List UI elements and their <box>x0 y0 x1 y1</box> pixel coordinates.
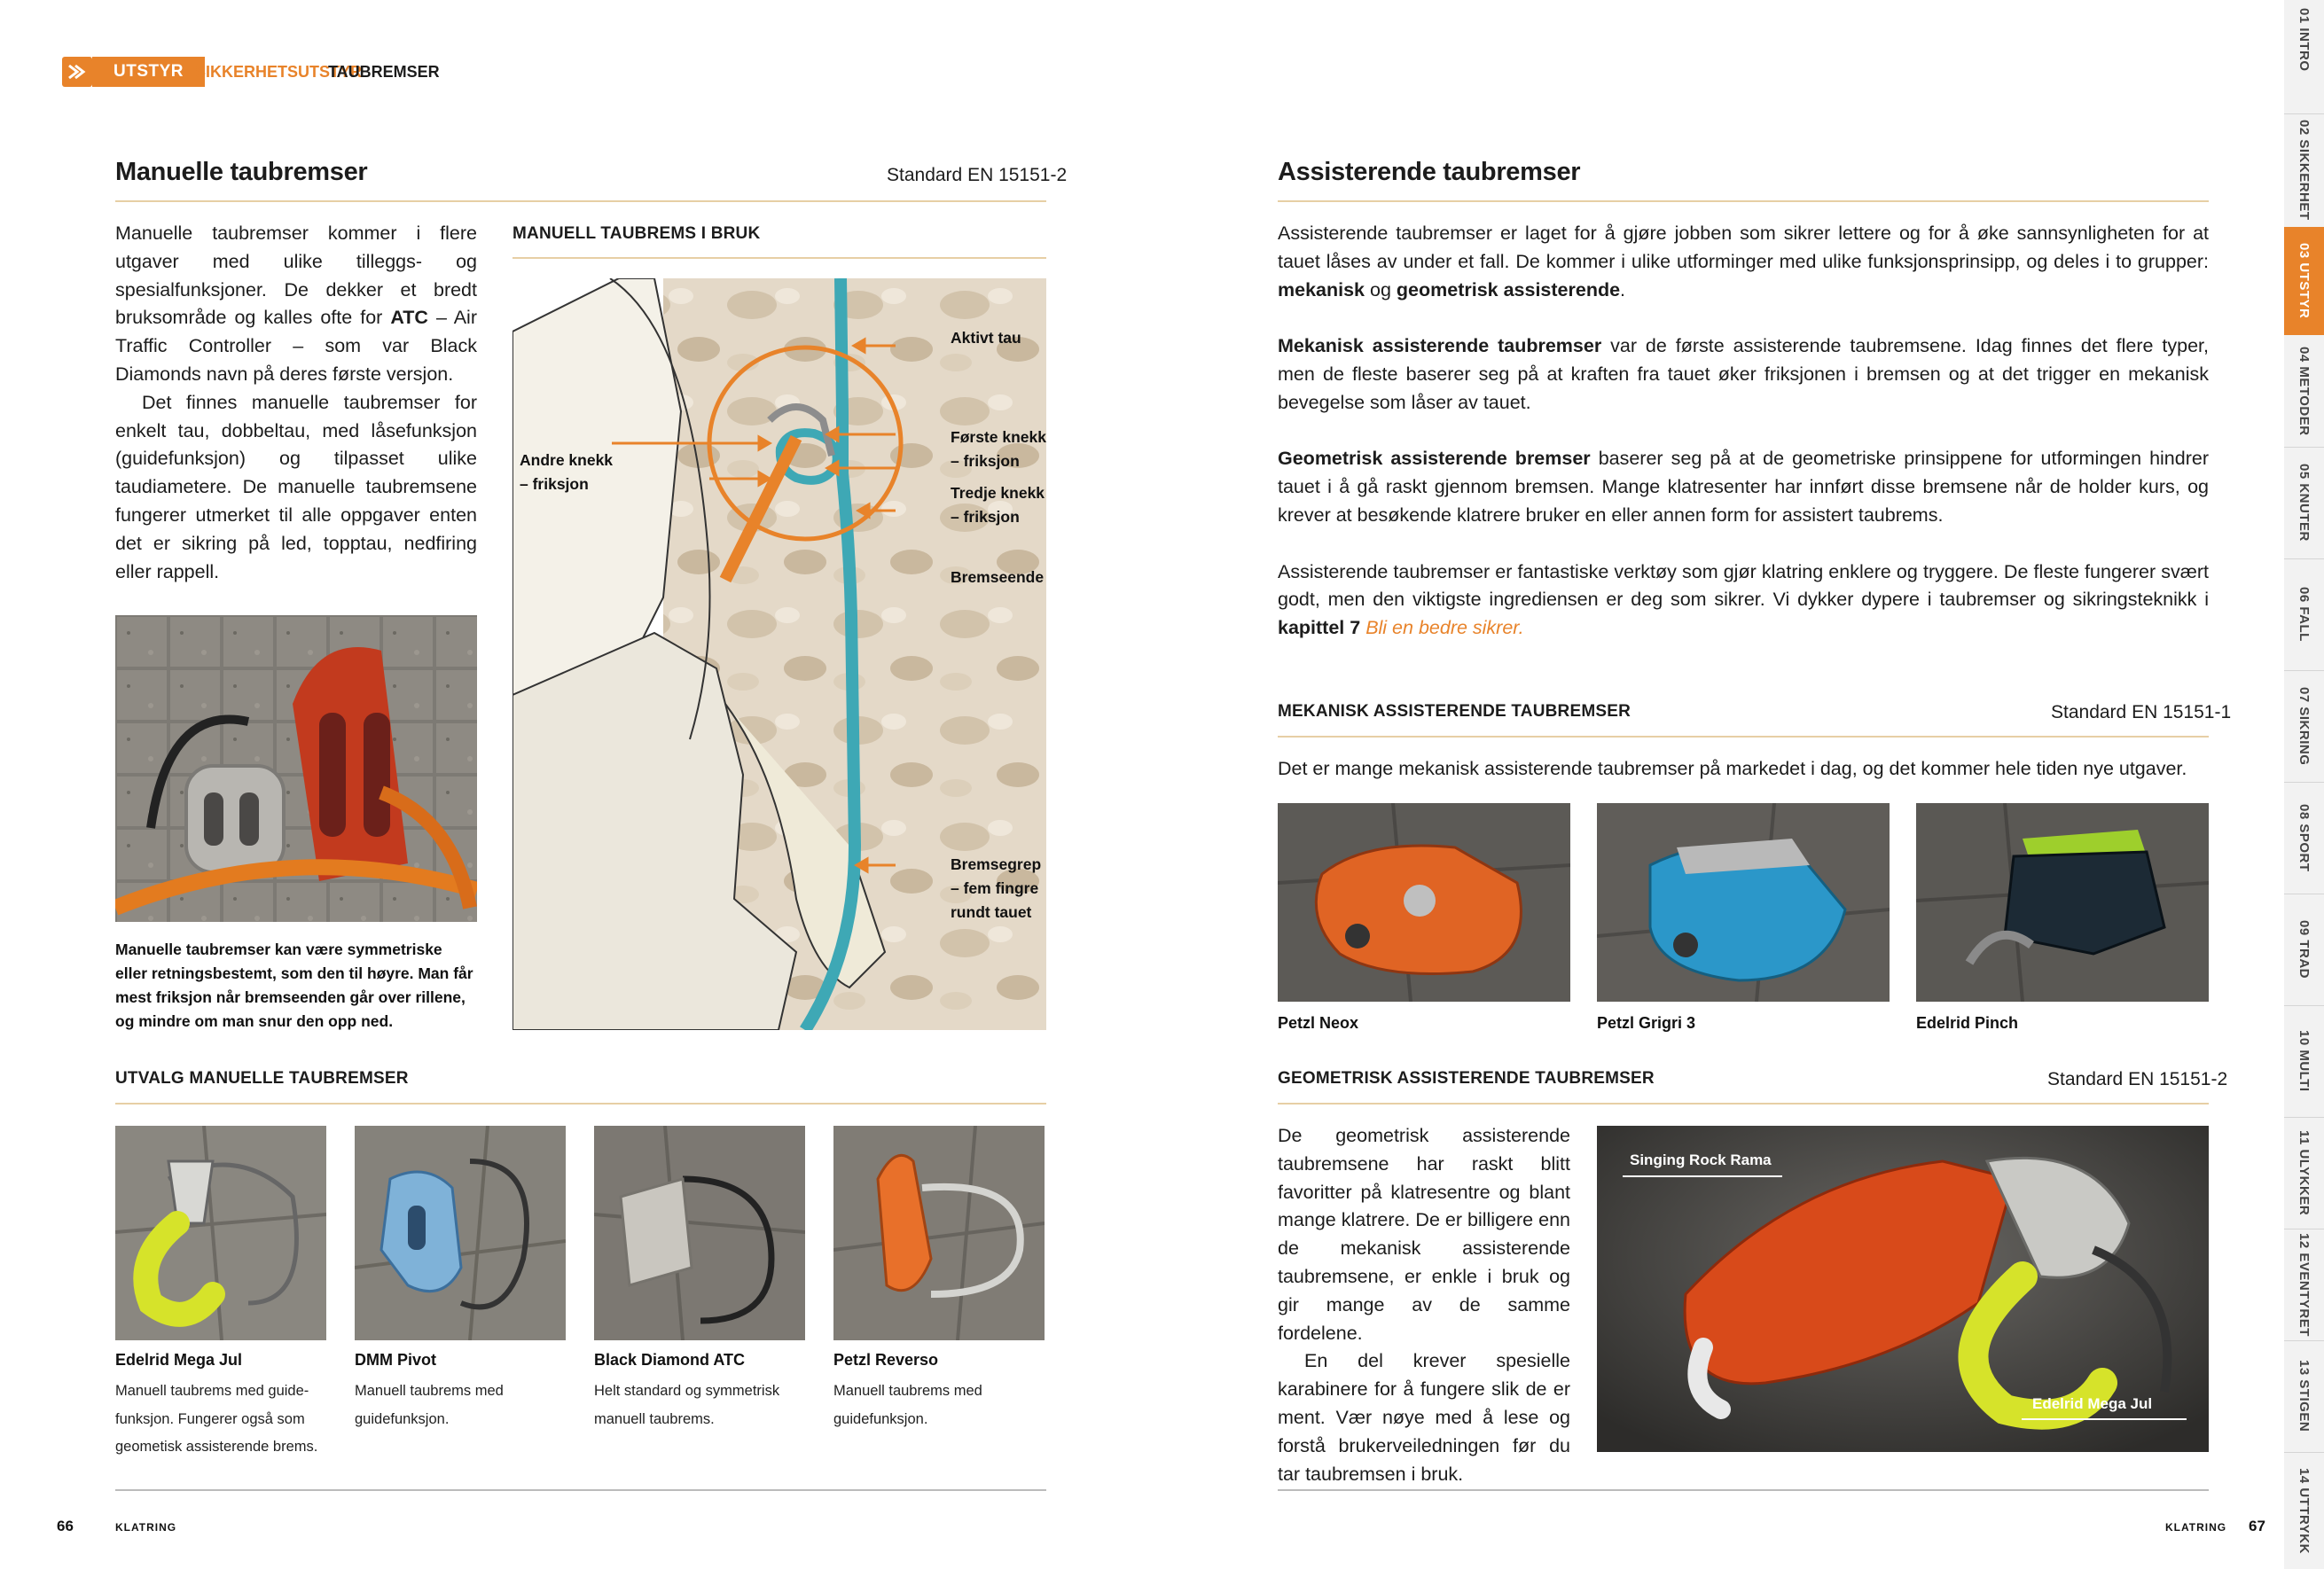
tab-sikring[interactable]: 07 SIKRING <box>2297 686 2312 766</box>
photo-caption: Manuelle taubremser kan være symmetriske… <box>115 941 473 1030</box>
belay-diagram <box>512 277 1046 1034</box>
left-intro: Manuelle taubremser kommer i flere utgav… <box>115 222 477 582</box>
tab-knuter[interactable]: 05 KNUTER <box>2297 464 2312 542</box>
mech-text: Det er mange mekanisk assisterende taubr… <box>1278 758 2187 779</box>
manual-devices-photo <box>115 615 477 922</box>
geometric-devices-photo <box>1597 1126 2209 1452</box>
book-title-left: KLATRING <box>115 1521 177 1534</box>
label-forste-knekk: Første knekk– friksjon <box>951 428 1046 470</box>
tab-fall[interactable]: 06 FALL <box>2297 587 2312 642</box>
product-name: Black Diamond ATC <box>594 1351 746 1369</box>
tab-intro[interactable]: 01 INTRO <box>2297 8 2312 72</box>
tab-sikkerhet[interactable]: 02 SIKKERHET <box>2297 120 2312 221</box>
product-photo-mega-jul <box>115 1126 326 1340</box>
footer-rule <box>115 1489 1046 1491</box>
breadcrumb-subsection[interactable]: SIKKERHETSUTSTYR <box>195 63 363 81</box>
tab-utstyr[interactable]: 03 UTSTYR <box>2284 227 2324 335</box>
product-photo-dmm-pivot <box>355 1126 566 1340</box>
product-name: Edelrid Mega Jul <box>115 1351 243 1369</box>
product-photo-neox <box>1278 803 1570 1002</box>
tab-trad[interactable]: 09 TRAD <box>2297 919 2312 979</box>
label-tredje-knekk: Tredje knekk– friksjon <box>951 484 1045 526</box>
selection-title: UTVALG MANUELLE TAUBREMSER <box>115 1069 409 1088</box>
tab-separator <box>2284 447 2324 448</box>
tab-ulykker[interactable]: 11 ULYKKER <box>2297 1129 2312 1216</box>
divider <box>1278 1103 2209 1105</box>
tab-separator <box>2284 1340 2324 1341</box>
product-desc: Manuell taubrems med guide-funksjon. Fun… <box>115 1383 318 1455</box>
left-standard: Standard EN 15151-2 <box>887 165 1068 185</box>
divider <box>513 257 1046 259</box>
footer-rule <box>1278 1489 2209 1491</box>
tab-stigen[interactable]: 13 STIGEN <box>2297 1360 2312 1432</box>
photo-label-line <box>2022 1418 2187 1420</box>
chapter-link[interactable]: Bli en bedre sikrer. <box>1365 617 1524 639</box>
tab-separator <box>2284 782 2324 783</box>
left-title: Manuelle taubremser <box>115 158 368 186</box>
geo-standard: Standard EN 15151-2 <box>2047 1069 2228 1089</box>
tab-separator <box>2284 1452 2324 1453</box>
breadcrumb-current: TAUBREMSER <box>328 63 440 81</box>
diagram-title: MANUELL TAUBREMS I BRUK <box>513 224 761 243</box>
label-bremseende: Bremseende <box>951 568 1045 586</box>
product-name: Petzl Neox <box>1278 1014 1359 1032</box>
mech-standard: Standard EN 15151-1 <box>2051 702 2232 722</box>
photo-label-rama: Singing Rock Rama <box>1630 1151 1772 1168</box>
section-icon <box>62 57 92 87</box>
page-number-right: 67 <box>2249 1518 2265 1534</box>
tab-sport[interactable]: 08 SPORT <box>2297 803 2312 872</box>
right-intro: Assisterende taubremser er laget for å g… <box>1278 222 2209 639</box>
book-title-right: KLATRING <box>2165 1521 2227 1534</box>
divider <box>115 200 1046 202</box>
product-photo-pinch <box>1916 803 2209 1002</box>
breadcrumb-section[interactable]: UTSTYR <box>92 57 205 87</box>
product-photo-petzl-reverso <box>833 1126 1045 1340</box>
product-photo-grigri <box>1597 803 1890 1002</box>
right-title: Assisterende taubremser <box>1278 158 1581 186</box>
tab-metoder[interactable]: 04 METODER <box>2297 346 2312 436</box>
tab-separator <box>2284 113 2324 114</box>
geo-title: GEOMETRISK ASSISTERENDE TAUBREMSER <box>1278 1069 1655 1088</box>
product-name: Edelrid Pinch <box>1916 1014 2019 1032</box>
divider <box>1278 736 2209 738</box>
divider <box>115 1103 1046 1105</box>
tab-uttrykk[interactable]: 14 UTTRYKK <box>2297 1467 2312 1554</box>
product-name: DMM Pivot <box>355 1351 436 1369</box>
divider <box>1278 200 2209 202</box>
tab-separator <box>2284 1117 2324 1118</box>
photo-label-line <box>1623 1175 1782 1177</box>
geo-text: De geometrisk assisterende taubremsene h… <box>1278 1125 1570 1485</box>
product-name: Petzl Grigri 3 <box>1597 1014 1696 1032</box>
product-name: Petzl Reverso <box>833 1351 939 1369</box>
tab-separator <box>2284 1005 2324 1006</box>
page-number-left: 66 <box>57 1518 74 1534</box>
mech-title: MEKANISK ASSISTERENDE TAUBREMSER <box>1278 702 1631 721</box>
photo-label-mega-jul: Edelrid Mega Jul <box>2032 1395 2153 1412</box>
tab-separator <box>2284 558 2324 559</box>
tab-separator <box>2284 670 2324 671</box>
tab-eventyret[interactable]: 12 EVENTYRET <box>2297 1232 2312 1337</box>
tab-multi[interactable]: 10 MULTI <box>2297 1030 2312 1092</box>
label-aktivt-tau: Aktivt tau <box>951 329 1021 347</box>
product-photo-black-diamond-atc <box>594 1126 805 1340</box>
label-andre-knekk: Andre knekk– friksjon <box>520 451 614 493</box>
